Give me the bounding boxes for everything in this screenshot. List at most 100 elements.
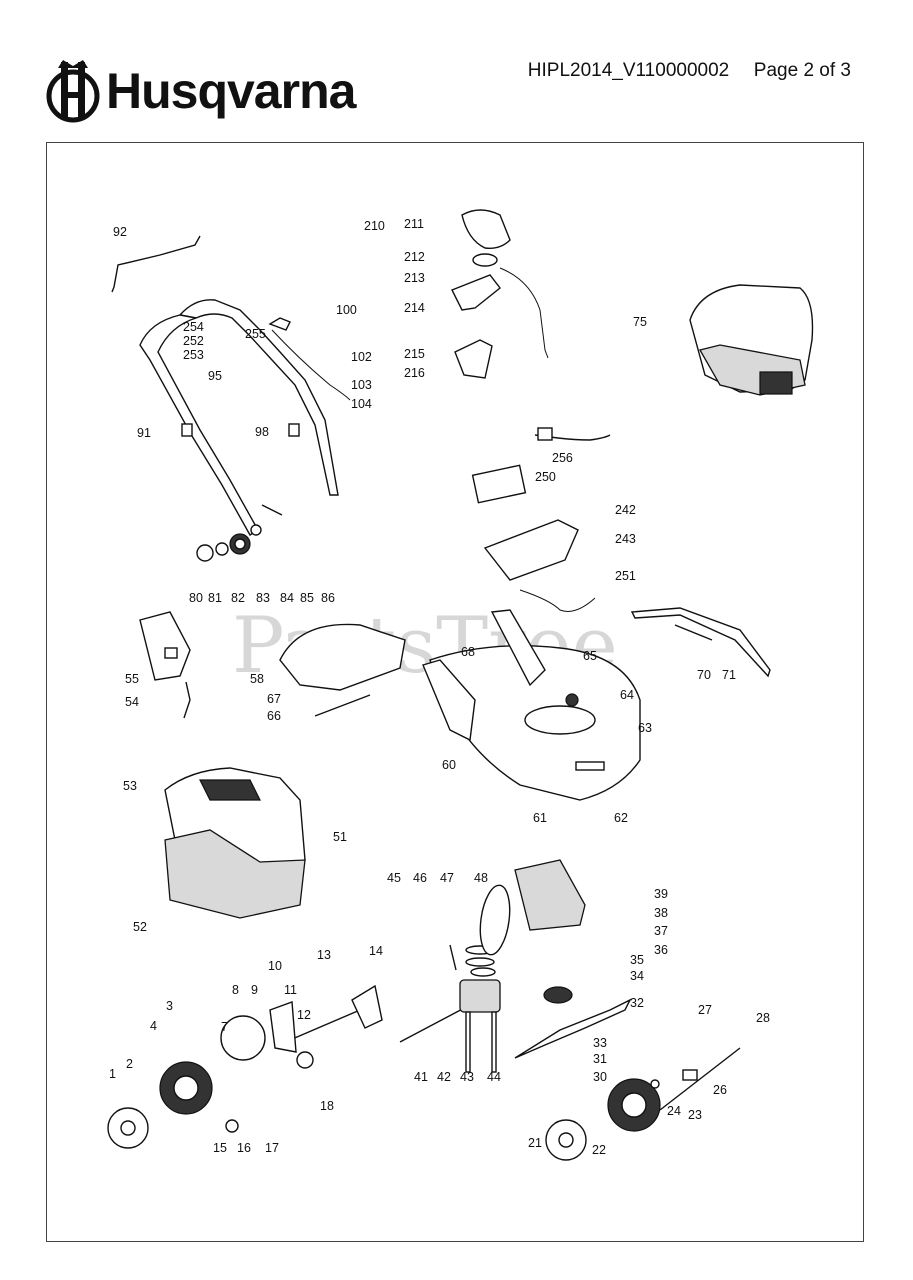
callout-label-10: 10 <box>268 959 282 973</box>
callout-label-68: 68 <box>461 645 475 659</box>
callout-label-210: 210 <box>364 219 385 233</box>
diagram-frame <box>46 142 864 1242</box>
callout-label-214: 214 <box>404 301 425 315</box>
callout-label-213: 213 <box>404 271 425 285</box>
callout-label-242: 242 <box>615 503 636 517</box>
callout-label-23: 23 <box>688 1108 702 1122</box>
callout-label-256: 256 <box>552 451 573 465</box>
callout-label-42: 42 <box>437 1070 451 1084</box>
callout-label-48: 48 <box>474 871 488 885</box>
document-reference: HIPL2014_V110000002 Page 2 of 3 <box>528 60 851 82</box>
callout-label-43: 43 <box>460 1070 474 1084</box>
doc-ref-id: HIPL2014_V110000002 <box>527 60 730 81</box>
callout-label-22: 22 <box>592 1143 606 1157</box>
callout-label-82: 82 <box>231 591 245 605</box>
rear-height-lever <box>630 607 771 678</box>
callout-label-86: 86 <box>321 591 335 605</box>
callout-label-253: 253 <box>183 348 204 362</box>
callout-label-8: 8 <box>232 983 239 997</box>
deck-flap <box>279 623 406 717</box>
callout-label-104: 104 <box>351 397 372 411</box>
callout-label-13: 13 <box>317 948 331 962</box>
crowned-h-logo-icon <box>46 60 100 123</box>
callout-label-15: 15 <box>213 1141 227 1155</box>
callout-label-92: 92 <box>113 225 127 239</box>
callout-label-1: 1 <box>109 1067 116 1081</box>
callout-label-66: 66 <box>267 709 281 723</box>
callout-label-18: 18 <box>320 1099 334 1113</box>
mower-deck <box>422 609 641 801</box>
callout-label-252: 252 <box>183 334 204 348</box>
rear-axle <box>659 1047 741 1111</box>
callout-label-60: 60 <box>442 758 456 772</box>
callout-label-100: 100 <box>336 303 357 317</box>
callout-label-47: 47 <box>440 871 454 885</box>
callout-label-37: 37 <box>654 924 668 938</box>
callout-label-33: 33 <box>593 1036 607 1050</box>
callout-label-70: 70 <box>697 668 711 682</box>
brand-logo: Husqvarna <box>46 58 356 124</box>
callout-label-44: 44 <box>487 1070 501 1084</box>
callout-label-39: 39 <box>654 887 668 901</box>
callout-label-14: 14 <box>369 944 383 958</box>
callout-label-27: 27 <box>698 1003 712 1017</box>
grass-bag <box>164 767 306 919</box>
callout-label-53: 53 <box>123 779 137 793</box>
callout-label-91: 91 <box>137 426 151 440</box>
callout-label-11: 11 <box>284 983 297 997</box>
callout-label-12: 12 <box>297 1008 311 1022</box>
callout-label-46: 46 <box>413 871 427 885</box>
callout-label-250: 250 <box>535 470 556 484</box>
mulch-plug <box>139 611 191 719</box>
callout-label-9: 9 <box>251 983 258 997</box>
callout-label-30: 30 <box>593 1070 607 1084</box>
callout-label-32: 32 <box>630 996 644 1010</box>
page-indicator: Page 2 of 3 <box>753 60 851 81</box>
callout-label-102: 102 <box>351 350 372 364</box>
gearbox-and-drive <box>399 884 511 1073</box>
callout-label-38: 38 <box>654 906 668 920</box>
callout-label-215: 215 <box>404 347 425 361</box>
callout-label-36: 36 <box>654 943 668 957</box>
callout-label-83: 83 <box>256 591 270 605</box>
callout-label-62: 62 <box>614 811 628 825</box>
wheels <box>107 1015 661 1161</box>
callout-label-28: 28 <box>756 1011 770 1025</box>
callout-label-95: 95 <box>208 369 222 383</box>
callout-label-84: 84 <box>280 591 294 605</box>
callout-label-7: 7 <box>221 1020 228 1034</box>
callout-label-52: 52 <box>133 920 147 934</box>
callout-label-24: 24 <box>667 1104 681 1118</box>
callout-label-41: 41 <box>414 1070 428 1084</box>
callout-label-71: 71 <box>722 668 736 682</box>
blade-assembly <box>514 859 632 1059</box>
callout-label-211: 211 <box>404 217 424 231</box>
callout-label-34: 34 <box>630 969 644 983</box>
callout-label-255: 255 <box>245 327 266 341</box>
callout-label-26: 26 <box>713 1083 727 1097</box>
front-axle <box>269 984 383 1069</box>
callout-label-81: 81 <box>208 591 222 605</box>
handle-assembly <box>111 235 351 562</box>
engine <box>689 284 814 396</box>
callout-label-3: 3 <box>166 999 173 1013</box>
callout-label-80: 80 <box>189 591 203 605</box>
callout-label-98: 98 <box>255 425 269 439</box>
callout-label-2: 2 <box>126 1057 133 1071</box>
callout-label-61: 61 <box>533 811 547 825</box>
callout-label-31: 31 <box>593 1052 607 1066</box>
callout-label-51: 51 <box>333 830 347 844</box>
callout-label-54: 54 <box>125 695 139 709</box>
callout-label-67: 67 <box>267 692 281 706</box>
callout-label-216: 216 <box>404 366 425 380</box>
callout-label-16: 16 <box>237 1141 251 1155</box>
callout-label-243: 243 <box>615 532 636 546</box>
callout-label-45: 45 <box>387 871 401 885</box>
callout-label-35: 35 <box>630 953 644 967</box>
callout-label-65: 65 <box>583 649 597 663</box>
callout-label-63: 63 <box>638 721 652 735</box>
brand-name: Husqvarna <box>106 63 356 119</box>
callout-label-103: 103 <box>351 378 372 392</box>
